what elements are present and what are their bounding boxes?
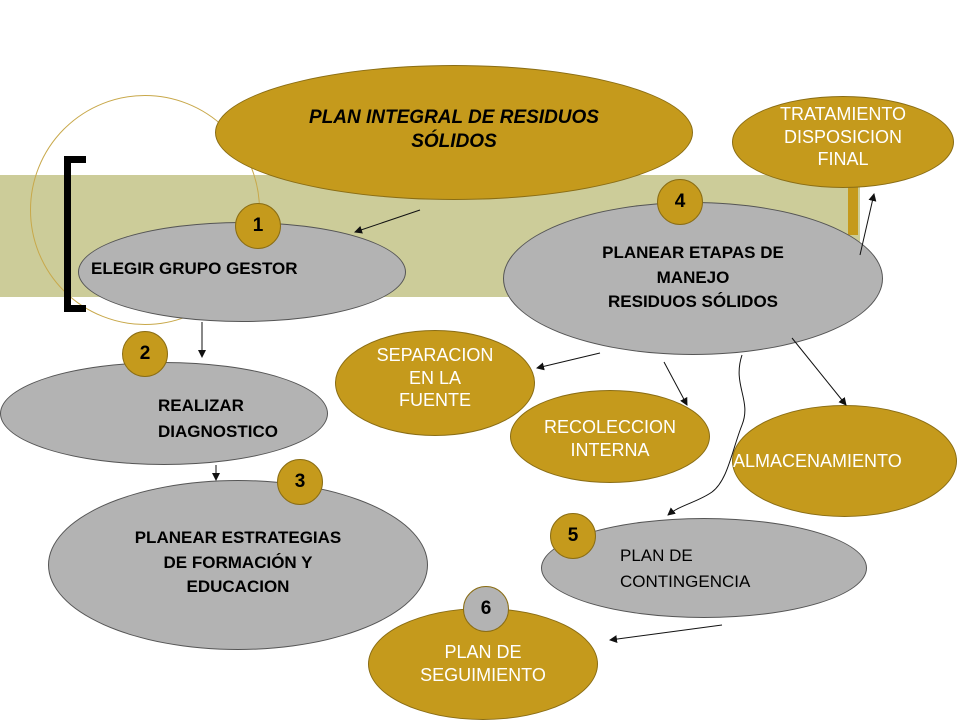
node-elegir-label: ELEGIR GRUPO GESTOR xyxy=(91,259,298,278)
arrow-contingencia-to-seguimiento xyxy=(609,624,723,644)
step-badge-1: 1 xyxy=(235,203,281,249)
node-almacenamiento: ALMACENAMIENTO xyxy=(732,405,957,517)
node-realizar-label: REALIZAR DIAGNOSTICO xyxy=(158,396,278,441)
node-plan-integral-label: PLAN INTEGRAL DE RESIDUOS SÓLIDOS xyxy=(309,107,599,152)
node-tratamiento-label: TRATAMIENTO DISPOSICION FINAL xyxy=(780,104,906,169)
node-planear-etapas: PLANEAR ETAPAS DE MANEJO RESIDUOS SÓLIDO… xyxy=(503,202,883,355)
node-separacion-label: SEPARACION EN LA FUENTE xyxy=(376,345,494,410)
arrow-etapas-to-recoleccion xyxy=(663,361,688,406)
arrow-etapas-to-almacenamiento xyxy=(791,337,847,406)
step-badge-5: 5 xyxy=(550,513,596,559)
gold-accent-bar xyxy=(848,175,858,235)
black-bracket xyxy=(64,156,86,312)
arrow-etapas-to-contingencia xyxy=(667,354,746,516)
node-planear-etapas-label: PLANEAR ETAPAS DE MANEJO RESIDUOS SÓLIDO… xyxy=(602,243,784,312)
node-almacenamiento-label: ALMACENAMIENTO xyxy=(733,451,902,471)
step-badge-6: 6 xyxy=(463,586,509,632)
node-planear-estrategias-label: PLANEAR ESTRATEGIAS DE FORMACIÓN Y EDUCA… xyxy=(134,528,342,597)
node-recoleccion: RECOLECCION INTERNA xyxy=(510,390,710,483)
arrow-etapas-to-separacion xyxy=(536,352,601,371)
node-contingencia-label: PLAN DE CONTINGENCIA xyxy=(620,546,751,591)
node-recoleccion-label: RECOLECCION INTERNA xyxy=(543,417,677,460)
arrow-plan-to-elegir xyxy=(354,209,421,234)
arrow-etapas-to-tratamiento xyxy=(859,193,877,256)
node-realizar: REALIZAR DIAGNOSTICO xyxy=(0,362,328,465)
node-seguimiento-label: PLAN DE SEGUIMIENTO xyxy=(420,642,546,685)
node-planear-estrategias: PLANEAR ESTRATEGIAS DE FORMACIÓN Y EDUCA… xyxy=(48,480,428,650)
node-plan-integral: PLAN INTEGRAL DE RESIDUOS SÓLIDOS xyxy=(215,65,693,200)
node-tratamiento: TRATAMIENTO DISPOSICION FINAL xyxy=(732,96,954,188)
step-badge-3: 3 xyxy=(277,459,323,505)
node-separacion: SEPARACION EN LA FUENTE xyxy=(335,330,535,436)
step-badge-2: 2 xyxy=(122,331,168,377)
step-badge-4: 4 xyxy=(657,179,703,225)
